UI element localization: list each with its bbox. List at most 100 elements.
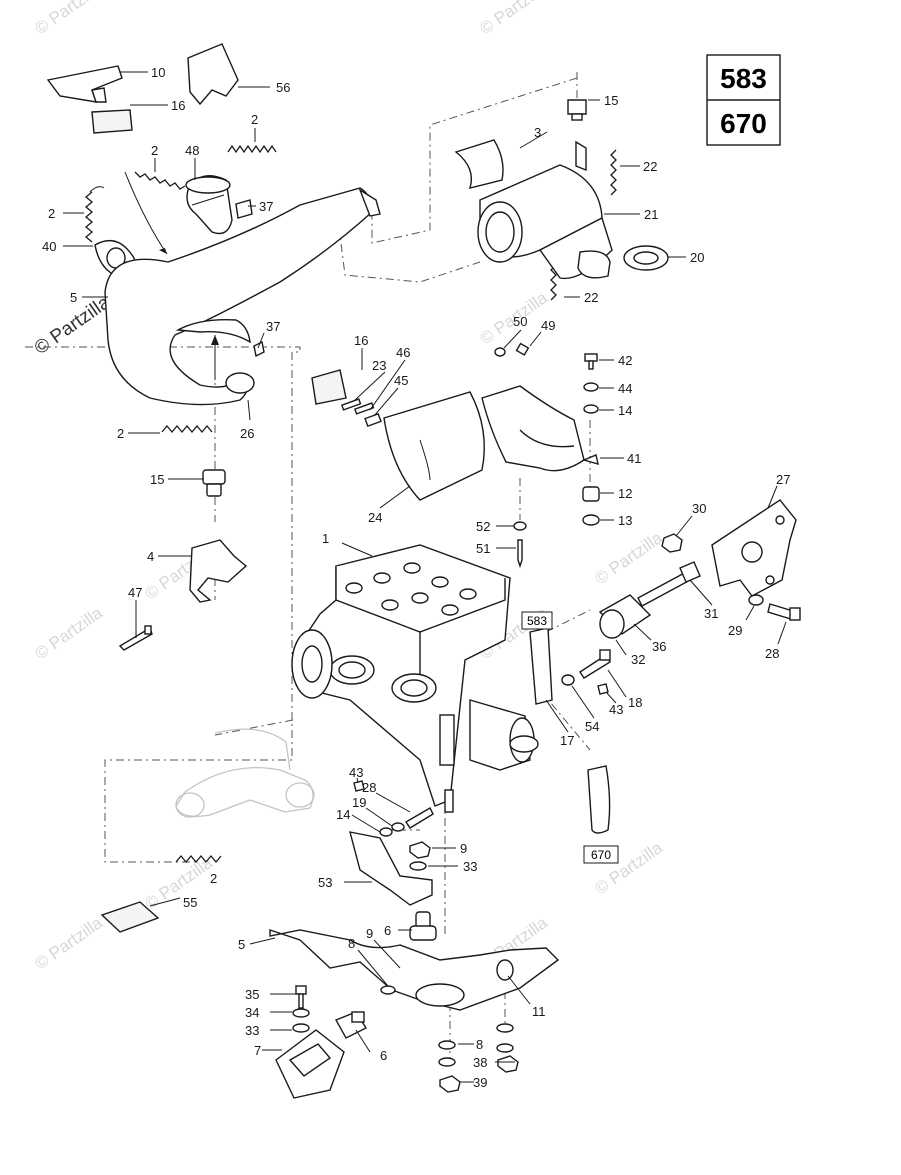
callout-28: 28 bbox=[362, 780, 376, 795]
pad-55 bbox=[100, 901, 160, 933]
callout-28: 28 bbox=[765, 646, 779, 661]
spring-2-left bbox=[134, 171, 186, 190]
callout-38: 38 bbox=[473, 1055, 487, 1070]
callout-27: 27 bbox=[776, 472, 790, 487]
callout-2: 2 bbox=[117, 426, 124, 441]
nut-30 bbox=[661, 533, 683, 553]
callout-6: 6 bbox=[384, 923, 391, 938]
watermark-text: © Partzilla bbox=[31, 0, 106, 38]
callout-40: 40 bbox=[42, 239, 56, 254]
small-screws-23-46-45 bbox=[340, 398, 382, 428]
callout-2: 2 bbox=[151, 143, 158, 158]
model-tag-670-frame bbox=[583, 845, 619, 864]
bolt-28-right bbox=[767, 603, 801, 621]
watermark-text: © Partzilla bbox=[31, 603, 106, 663]
grommet-20 bbox=[623, 245, 669, 271]
model-number-box: 583 670 bbox=[706, 54, 781, 146]
spring-2-lower bbox=[161, 424, 213, 434]
callout-11: 11 bbox=[532, 1004, 546, 1019]
callout-48: 48 bbox=[185, 143, 199, 158]
callout-16: 16 bbox=[171, 98, 185, 113]
callout-18: 18 bbox=[628, 695, 642, 710]
pad-16 bbox=[91, 109, 133, 134]
spring-2-top bbox=[227, 144, 277, 154]
bracket-4 bbox=[189, 539, 248, 603]
callout-49: 49 bbox=[541, 318, 555, 333]
callout-47: 47 bbox=[128, 585, 142, 600]
callout-3: 3 bbox=[534, 125, 541, 140]
callout-41: 41 bbox=[627, 451, 641, 466]
model-tag-670: 670 bbox=[591, 848, 611, 862]
callout-5: 5 bbox=[238, 937, 245, 952]
callout-32: 32 bbox=[631, 652, 645, 667]
callout-2: 2 bbox=[48, 206, 55, 221]
hardware-stack-right bbox=[582, 353, 600, 526]
stud-31 bbox=[637, 561, 701, 607]
washer-29 bbox=[748, 594, 764, 606]
callout-14: 14 bbox=[336, 807, 350, 822]
callout-20: 20 bbox=[690, 250, 704, 265]
callout-1: 1 bbox=[322, 531, 329, 546]
callout-46: 46 bbox=[396, 345, 410, 360]
callout-15: 15 bbox=[150, 472, 164, 487]
nuts-9-33 bbox=[409, 841, 431, 871]
callout-14: 14 bbox=[618, 403, 632, 418]
callout-36: 36 bbox=[652, 639, 666, 654]
callout-37: 37 bbox=[266, 319, 280, 334]
callout-43: 43 bbox=[609, 702, 623, 717]
watermark-layer: © Partzilla © Partzilla © Partzilla © Pa… bbox=[31, 0, 667, 973]
spring-2-bottom bbox=[175, 854, 222, 864]
callout-10: 10 bbox=[151, 65, 165, 80]
rubber-mount-6-upper bbox=[409, 911, 437, 941]
callout-12: 12 bbox=[618, 486, 632, 501]
callout-4: 4 bbox=[147, 549, 154, 564]
callout-16: 16 bbox=[354, 333, 368, 348]
callout-5: 5 bbox=[70, 290, 77, 305]
model-tag-583-frame bbox=[521, 611, 553, 630]
callout-15: 15 bbox=[604, 93, 618, 108]
exhaust-manifold-ghost bbox=[175, 728, 315, 818]
spacer-32 bbox=[598, 594, 652, 639]
callout-22: 22 bbox=[584, 290, 598, 305]
callout-56: 56 bbox=[276, 80, 290, 95]
callout-52: 52 bbox=[476, 519, 490, 534]
callout-26: 26 bbox=[240, 426, 254, 441]
spring-2-vertical bbox=[84, 186, 105, 243]
callout-labels: 10 16 56 2 2 48 37 2 40 5 37 2 26 15 4 4… bbox=[42, 65, 790, 1090]
callout-23: 23 bbox=[372, 358, 386, 373]
callout-37: 37 bbox=[259, 199, 273, 214]
bracket-17-670 bbox=[587, 765, 611, 834]
heat-shield-3 bbox=[454, 139, 504, 189]
callout-34: 34 bbox=[245, 1005, 259, 1020]
callout-7: 7 bbox=[254, 1043, 261, 1058]
watermark-text: © Partzilla bbox=[31, 913, 106, 973]
callout-22: 22 bbox=[643, 159, 657, 174]
pad-16b bbox=[311, 369, 347, 405]
engine-support-27 bbox=[711, 499, 797, 597]
watermark-text: © Partzilla bbox=[591, 528, 666, 588]
engine-block-1 bbox=[291, 544, 539, 813]
callout-17: 17 bbox=[560, 733, 574, 748]
callout-54: 54 bbox=[585, 719, 599, 734]
grommet-15-top bbox=[567, 99, 587, 121]
heat-shield-56 bbox=[187, 43, 239, 106]
callout-8: 8 bbox=[476, 1037, 483, 1052]
model-583-label: 583 bbox=[720, 63, 767, 94]
callout-9: 9 bbox=[366, 926, 373, 941]
callout-44: 44 bbox=[618, 381, 632, 396]
model-tag-583: 583 bbox=[527, 614, 547, 628]
engine-bracket-53 bbox=[349, 831, 433, 906]
watermark-text: © Partzilla bbox=[476, 0, 551, 38]
callout-43: 43 bbox=[349, 765, 363, 780]
callout-55: 55 bbox=[183, 895, 197, 910]
callout-39: 39 bbox=[473, 1075, 487, 1090]
callout-21: 21 bbox=[644, 207, 658, 222]
callout-13: 13 bbox=[618, 513, 632, 528]
rubber-mount-6-lower bbox=[335, 1011, 368, 1039]
spring-hook-arrow bbox=[124, 171, 168, 255]
exhaust-elbow-48 bbox=[185, 175, 233, 235]
callout-33: 33 bbox=[245, 1023, 259, 1038]
callout-45: 45 bbox=[394, 373, 408, 388]
